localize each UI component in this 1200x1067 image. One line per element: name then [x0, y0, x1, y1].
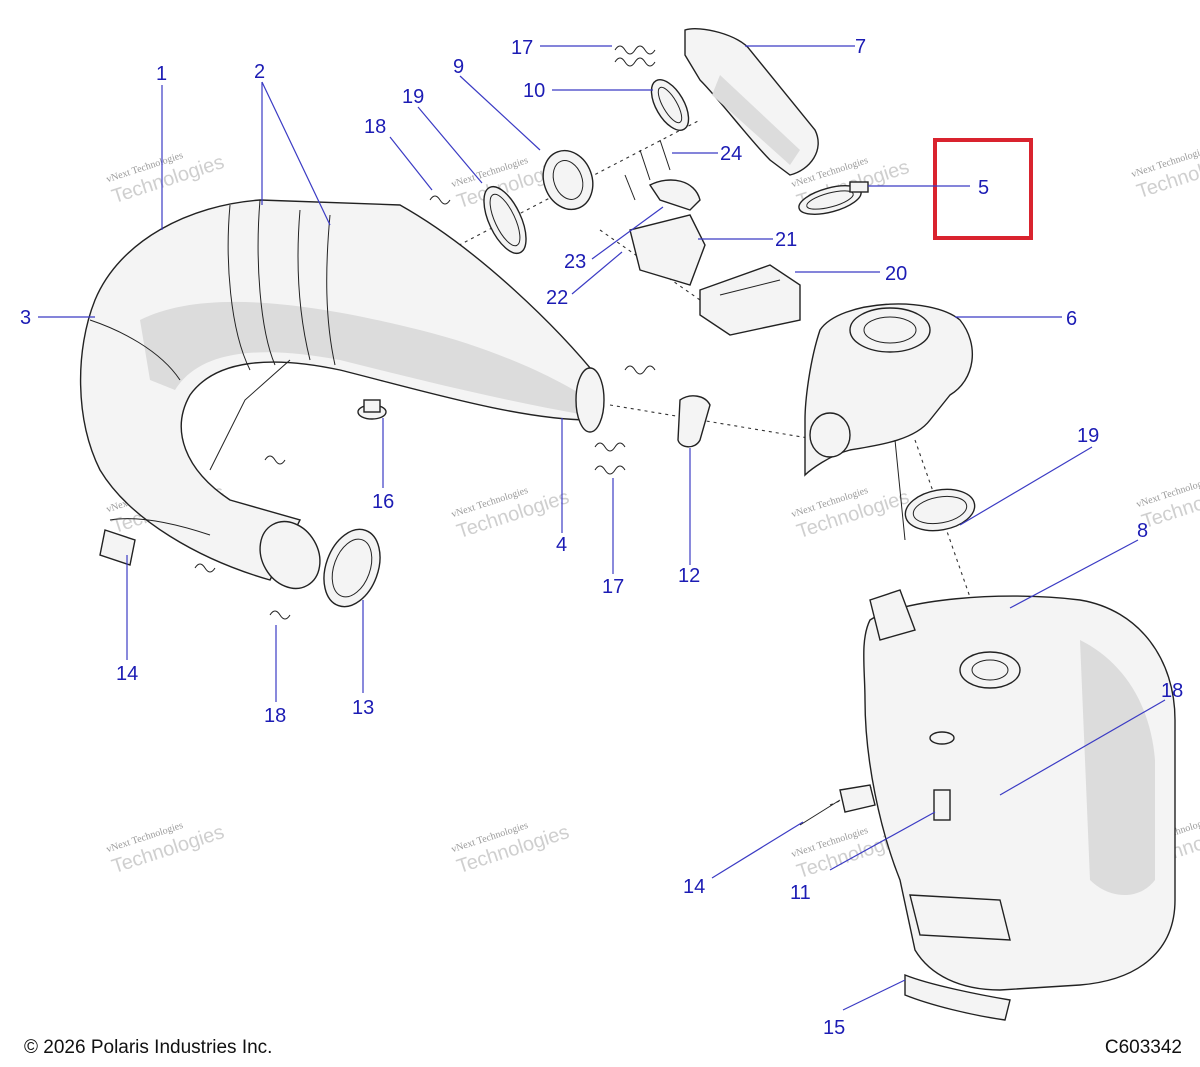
callout-14: 14: [116, 663, 138, 685]
leader-lines: [38, 45, 1166, 1011]
turbo-6: [804, 303, 974, 541]
exhaust-pipe: [79, 199, 605, 590]
callout-1: 1: [156, 63, 167, 85]
sensor-14-lower: [799, 784, 876, 826]
ring-12: [677, 395, 711, 448]
callout-4: 4: [556, 534, 567, 556]
clamp-5: [798, 181, 869, 215]
clamp-19-upper: [483, 185, 527, 255]
callout-19: 19: [1077, 425, 1099, 447]
drawing-number: C603342: [1104, 1037, 1182, 1058]
callout-24: 24: [720, 143, 742, 165]
callout-10: 10: [523, 80, 545, 102]
callout-7: 7: [855, 36, 866, 58]
springs: [194, 45, 656, 620]
callout-12: 12: [678, 565, 700, 587]
clamp-19-lower: [904, 488, 976, 532]
highlight-box: [933, 138, 1033, 240]
bracket-21: [629, 179, 706, 286]
callout-13: 13: [352, 697, 374, 719]
callout-15: 15: [823, 1017, 845, 1039]
callout-11: 11: [790, 882, 811, 904]
callout-20: 20: [885, 263, 907, 285]
outlet-pipe: [684, 28, 819, 176]
callouts: 1 2 3 4 5 6 7 8 9 10 11 12 13 14 14 15 1…: [20, 36, 1183, 1039]
callout-9: 9: [453, 56, 464, 78]
actuator-20: [699, 264, 801, 336]
callout-18: 18: [1161, 680, 1183, 702]
muffler-8: [863, 589, 1176, 991]
callout-17: 17: [602, 576, 624, 598]
plug-16: [357, 399, 387, 420]
callout-18: 18: [364, 116, 386, 138]
gasket-13: [323, 528, 381, 608]
callout-17: 17: [511, 37, 533, 59]
bolts-24: [624, 139, 671, 201]
callout-16: 16: [372, 491, 394, 513]
gasket-10: [650, 79, 690, 131]
callout-3: 3: [20, 307, 31, 329]
copyright-notice: © 2026 Polaris Industries Inc.: [24, 1037, 273, 1058]
callout-19: 19: [402, 86, 424, 108]
callout-21: 21: [775, 229, 797, 251]
heat-shield-15: [904, 973, 1011, 1021]
callout-8: 8: [1137, 520, 1148, 542]
callout-18: 18: [264, 705, 286, 727]
callout-23: 23: [564, 251, 586, 273]
callout-14: 14: [683, 876, 705, 898]
callout-5: 5: [978, 177, 989, 199]
coupler-9: [542, 149, 594, 211]
callout-2: 2: [254, 61, 265, 83]
callout-22: 22: [546, 287, 568, 309]
callout-6: 6: [1066, 308, 1077, 330]
